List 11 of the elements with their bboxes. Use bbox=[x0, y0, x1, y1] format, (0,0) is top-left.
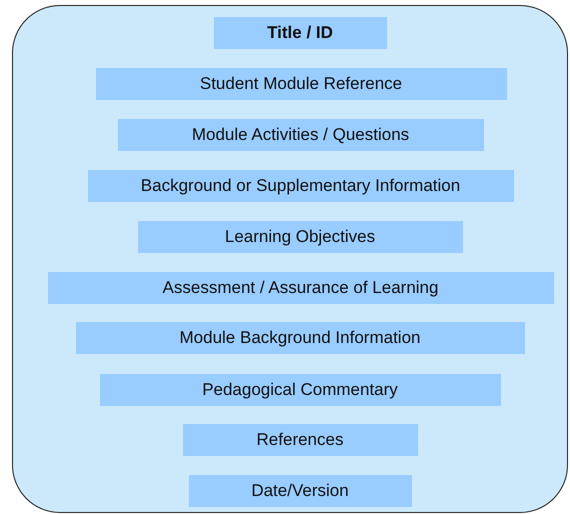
section-bar: Title / ID bbox=[214, 16, 386, 48]
section-bar: References bbox=[182, 424, 418, 456]
section-bar: Student Module Reference bbox=[96, 68, 506, 100]
section-bar: Pedagogical Commentary bbox=[100, 374, 500, 406]
section-bar: Date/Version bbox=[188, 474, 412, 506]
section-bar: Learning Objectives bbox=[138, 220, 462, 252]
section-bar: Module Activities / Questions bbox=[118, 118, 484, 150]
section-bar: Assessment / Assurance of Learning bbox=[48, 272, 554, 304]
section-bar: Module Background Information bbox=[76, 322, 524, 354]
container-panel bbox=[12, 5, 568, 513]
section-bar: Background or Supplementary Information bbox=[88, 170, 514, 202]
